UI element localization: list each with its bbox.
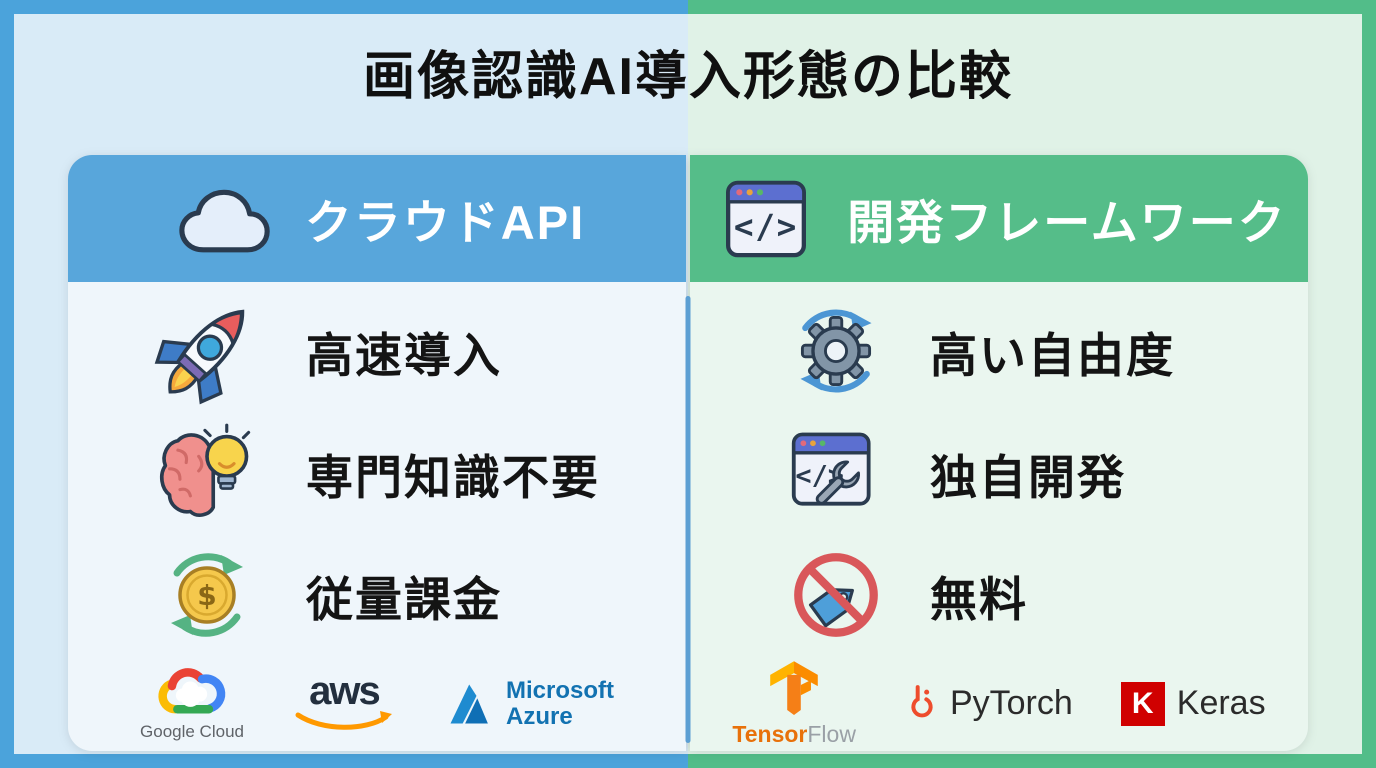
google-cloud-logo: Google Cloud (140, 666, 244, 742)
svg-text:</>: </> (734, 207, 798, 245)
pytorch-label: PyTorch (949, 684, 1073, 722)
framework-header-label: 開発フレームワーク (847, 196, 1287, 249)
keras-label: Keras (1176, 684, 1266, 722)
tensorflow-logo: TensorFlow (732, 659, 856, 748)
framework-column: </> 開発フレームワーク (690, 155, 1308, 751)
framework-item-freedom: 高い自由度 (690, 290, 1308, 412)
cloud-provider-logos: Google Cloud aws (68, 656, 686, 751)
comparison-card: クラウドAPI (68, 155, 1308, 751)
brain-idea-icon (152, 418, 262, 528)
azure-icon (450, 684, 488, 723)
svg-text:$: $ (197, 579, 216, 612)
cloud-api-item-no-expertise: 専門知識不要 (68, 412, 686, 534)
page-title: 画像認識AI導入形態の比較 (362, 48, 1013, 106)
cloud-api-item-speed: 高速導入 (68, 290, 686, 412)
item-label-no-expertise: 専門知識不要 (306, 450, 600, 504)
column-divider (685, 296, 691, 743)
item-label-custom-development: 独自開発 (930, 450, 1126, 504)
item-label-pay-per-use: 従量課金 (306, 572, 502, 626)
azure-label-line1: Microsoft (505, 677, 614, 705)
free-no-price-icon (788, 547, 884, 643)
aws-smile-icon (295, 710, 392, 730)
framework-item-free: 無料 (690, 534, 1308, 656)
pytorch-logo: PyTorch (904, 684, 1073, 724)
item-label-fast-deployment: 高速導入 (306, 328, 502, 382)
tensorflow-label: TensorFlow (732, 721, 856, 748)
cloud-api-panel: 高速導入 専門知識不要 (68, 282, 686, 751)
gear-sync-icon (788, 303, 884, 399)
pytorch-icon (911, 684, 933, 717)
keras-logo: K Keras (1120, 681, 1266, 726)
tensorflow-label-part1: Tensor (732, 721, 808, 747)
item-label-free: 無料 (930, 572, 1028, 626)
framework-item-custom-dev: </> 独自開発 (690, 412, 1308, 534)
azure-label-line2: Azure (505, 702, 573, 730)
framework-panel: 高い自由度 </> (690, 282, 1308, 751)
tensorflow-icon (770, 661, 818, 716)
rocket-icon (152, 296, 262, 406)
cloud-api-column: クラウドAPI (68, 155, 686, 751)
framework-logos: TensorFlow PyTorch K Keras (690, 656, 1308, 751)
google-cloud-label: Google Cloud (140, 721, 244, 741)
pay-per-use-icon: $ (152, 540, 262, 650)
azure-logo: Microsoft Azure (444, 678, 614, 730)
custom-dev-icon: </> (788, 425, 884, 521)
cloud-icon (169, 164, 279, 274)
item-label-high-freedom: 高い自由度 (930, 328, 1175, 382)
aws-logo: aws (292, 668, 396, 735)
azure-label: Microsoft Azure (505, 677, 614, 730)
aws-label: aws (309, 668, 381, 713)
keras-badge-icon: K (1120, 681, 1165, 726)
cloud-api-header-label: クラウドAPI (304, 196, 586, 249)
framework-header: </> 開発フレームワーク (690, 155, 1308, 282)
cloud-api-item-pay-per-use: $ 従量課金 (68, 534, 686, 656)
google-cloud-icon (158, 667, 226, 713)
code-window-icon: </> (711, 164, 821, 274)
cloud-api-header: クラウドAPI (68, 155, 686, 282)
tensorflow-label-part2: Flow (807, 721, 856, 747)
